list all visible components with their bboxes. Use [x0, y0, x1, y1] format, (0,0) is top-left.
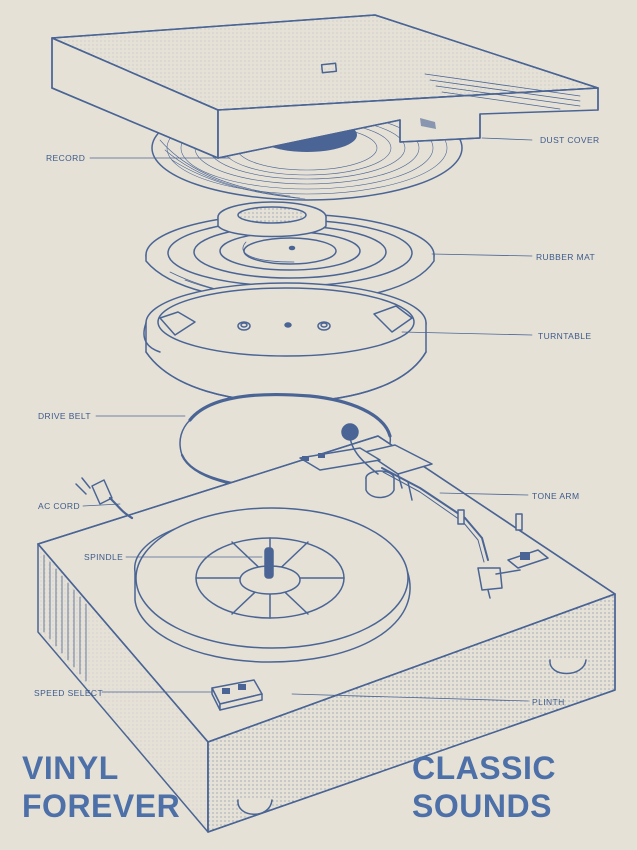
slogan-right-line1: CLASSIC — [412, 750, 556, 786]
ac-cord-part — [75, 477, 134, 520]
platter-part — [143, 282, 427, 403]
label-spindle: SPINDLE — [84, 552, 124, 562]
label-tone-arm: TONE ARM — [532, 491, 580, 501]
slogan-left-line1: VINYL — [22, 750, 119, 786]
tone-arm-part — [299, 423, 549, 599]
base-platter — [134, 507, 411, 663]
label-turntable: TURNTABLE — [538, 331, 592, 341]
label-record: RECORD — [46, 153, 86, 163]
dust-cover-part — [51, 14, 599, 159]
slogan-right-line2: SOUNDS — [412, 788, 552, 824]
label-rubber-mat: RUBBER MAT — [536, 252, 596, 262]
label-drive-belt: DRIVE BELT — [38, 411, 91, 421]
leader-lines — [82, 137, 533, 702]
label-dust-cover: DUST COVER — [540, 135, 600, 145]
label-speed-select: SPEED SELECT — [34, 688, 104, 698]
speed-select-part — [211, 679, 263, 711]
adapter-ring-part — [217, 201, 327, 238]
label-plinth: PLINTH — [532, 697, 565, 707]
label-ac-cord: AC CORD — [38, 501, 80, 511]
slogan-left-line2: FOREVER — [22, 788, 181, 824]
